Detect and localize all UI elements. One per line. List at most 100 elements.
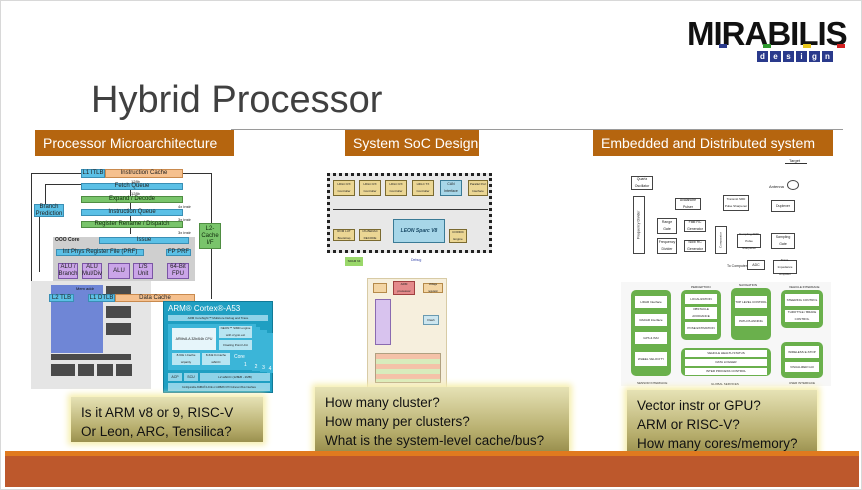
sampling-gate-block: Sampling Gate (771, 233, 795, 249)
fetch-queue-block: Fetch Queue (81, 183, 183, 190)
icache-cortex-block: 8-64k I-Cache w/parity (172, 353, 200, 365)
fpu-block: 64-Bit FPU (167, 263, 189, 279)
hdlc-rx-controller: HDLC RX Controller (385, 180, 407, 196)
slide-title: Hybrid Processor (91, 79, 383, 121)
rom-lut-block: ROM LUT Bootstrap (333, 229, 355, 241)
section-tag-microarchitecture: Processor Microarchitecture (35, 130, 234, 156)
sensor-item: GPS & IMU (635, 332, 667, 344)
logo-design-letters: d e s i g n (757, 51, 833, 62)
perception-label: PERCEPTION (691, 285, 711, 289)
bus-width-label: 128b (131, 179, 140, 184)
connector (211, 173, 212, 223)
instruction-cache-block: Instruction Cache (105, 169, 183, 178)
global-service-item: DATA LOGGER (685, 359, 767, 366)
branch-prediction-block: Branch Prediction (34, 203, 64, 217)
to-computer-label: To Computer (727, 264, 748, 268)
logo-accent-blue (719, 44, 727, 48)
mem-addr-label: Mem addr (76, 286, 95, 291)
vehicle-interface-item: STEERING CONTROL (785, 294, 819, 306)
alu-branch-block: ALU / Branch (58, 263, 78, 279)
section-tag-embedded-distributed: Embedded and Distributed system (593, 130, 833, 156)
question-line: Or Leon, ARC, Tensilica? (81, 424, 232, 439)
core-1: 1 (244, 362, 247, 368)
ooo-core-label: OOO Core (55, 237, 80, 243)
soc-design-diagram: HDLC RX Controller HDLC RX Controller HD… (319, 153, 499, 391)
arm-processor-block: ARM processor (393, 281, 415, 295)
user-interface-item: WIRELESS E-STOP (785, 346, 819, 358)
mirabilis-logo: MIRABILIS d e s i g n (687, 17, 853, 63)
dark-block (106, 323, 131, 335)
armv8-cpu-block: ARMv8-A 32b/64b CPU (172, 328, 216, 350)
expand-decode-block: Expand / Decode (81, 196, 183, 203)
user-interface-item: VISUALIZER GUI (785, 362, 819, 372)
antenna-label: Antenna (769, 184, 784, 189)
question-box-embedded: Vector instr or GPU? ARM or RISC-V? How … (627, 390, 817, 454)
footer-label: USER INTERFACE (789, 381, 816, 385)
hdlc-rx-controller: HDLC RX Controller (359, 180, 381, 196)
logo-letter: d (757, 51, 768, 62)
can-interface: CAN Interface (440, 180, 462, 196)
cortex-title: ARM® Cortex®-A53 (168, 304, 241, 313)
issue-block: Issue (99, 237, 189, 244)
embedded-diagram: Target Antenna Quartz Oscillator Frequen… (619, 156, 834, 388)
instr-width-label: 3x instr (178, 217, 191, 222)
sensor-item: WHEEL VELOCITY (635, 352, 667, 366)
l2-ecc-block: L2 w/ECC (128kB - 2MB) (200, 373, 270, 381)
connector (39, 217, 40, 272)
arm-cortex-a53-block: ARM® Cortex®-A53 ARM CoreSight™ Multicor… (163, 301, 273, 393)
io-stack (375, 353, 441, 383)
dark-bus-block (51, 354, 131, 360)
instr-width-label: 3x instr (178, 230, 191, 235)
sensor-item: LIDAR Interface (635, 296, 667, 308)
logo-accent-red (837, 44, 845, 48)
avalanche-pulser-block: Avalanche Pulser (675, 198, 701, 210)
question-line: What is the system-level cache/bus? (325, 433, 545, 448)
core-3: 3 (260, 330, 267, 372)
coresight-block: ARM CoreSight™ Multicore Debug and Trace (168, 315, 268, 321)
microarchitecture-diagram: OOO Core L1 ITLB Instruction Cache 128b … (31, 161, 281, 393)
connector (45, 184, 81, 185)
sram-block: SRAM 64 (345, 257, 363, 266)
dark-block (51, 364, 75, 376)
dark-block (106, 306, 131, 318)
connector (31, 173, 32, 303)
antenna-icon (787, 180, 799, 190)
global-service-item: INTER PROCESS CONTROL (685, 368, 767, 375)
title-divider (231, 129, 843, 130)
logo-letter: e (770, 51, 781, 62)
core-label: Core (234, 354, 245, 360)
question-line: How many cluster? (325, 395, 440, 410)
question-box-soc: How many cluster? How many per clusters?… (315, 387, 569, 451)
acp-block: ACP (168, 373, 182, 381)
data-cache-block: Data Cache (115, 294, 195, 302)
sensor-item: RADAR Interface (635, 314, 667, 326)
navigation-item: PATH PLANNING (735, 316, 767, 326)
connector (211, 249, 212, 299)
comparator-block: Comparator (715, 226, 727, 254)
question-line: Vector instr or GPU? (637, 398, 761, 413)
l2-tlb-block: L2 TLB (49, 294, 74, 302)
navigation-label: NAVIGATION (739, 283, 758, 287)
alu-muldiv-block: ALU Mul/Div (82, 263, 103, 279)
hdlc-tx-controller: HDLC TX Controller (412, 180, 434, 196)
leon-sparc-block: LEON Sparc V8 (393, 219, 445, 243)
quartz-oscillator-block: Quartz Oscillator (631, 176, 653, 190)
amba-bus-line (333, 209, 488, 210)
frequency-divider-block: Frequency Divider (633, 196, 645, 254)
bus-interface-block: Configurable AMBA®4 ACE or AMBA5 CHI Coh… (168, 383, 270, 391)
logo-accent-yellow (803, 44, 811, 48)
register-rename-block: Register Rename / Dispatch (81, 221, 183, 228)
connector (31, 173, 81, 174)
core-4: 4 (267, 333, 273, 373)
slow-rc-block: Slow RC Generator (684, 240, 706, 252)
fpu-cortex-block: Floating Point Unit (219, 340, 252, 350)
range-gate-block: Range Gate (657, 218, 677, 234)
bus-width-label: 128b (131, 191, 140, 196)
l1-dtlb-block: L1 DTLB (88, 294, 115, 302)
instruction-queue-block: Instruction Queue (81, 209, 183, 216)
peripheral-stack (375, 299, 391, 345)
l1-itlb-block: L1 ITLB (81, 169, 105, 178)
question-line: Is it ARM v8 or 9, RISC-V (81, 405, 234, 420)
fp-prf-block: FP PRF (166, 249, 191, 256)
